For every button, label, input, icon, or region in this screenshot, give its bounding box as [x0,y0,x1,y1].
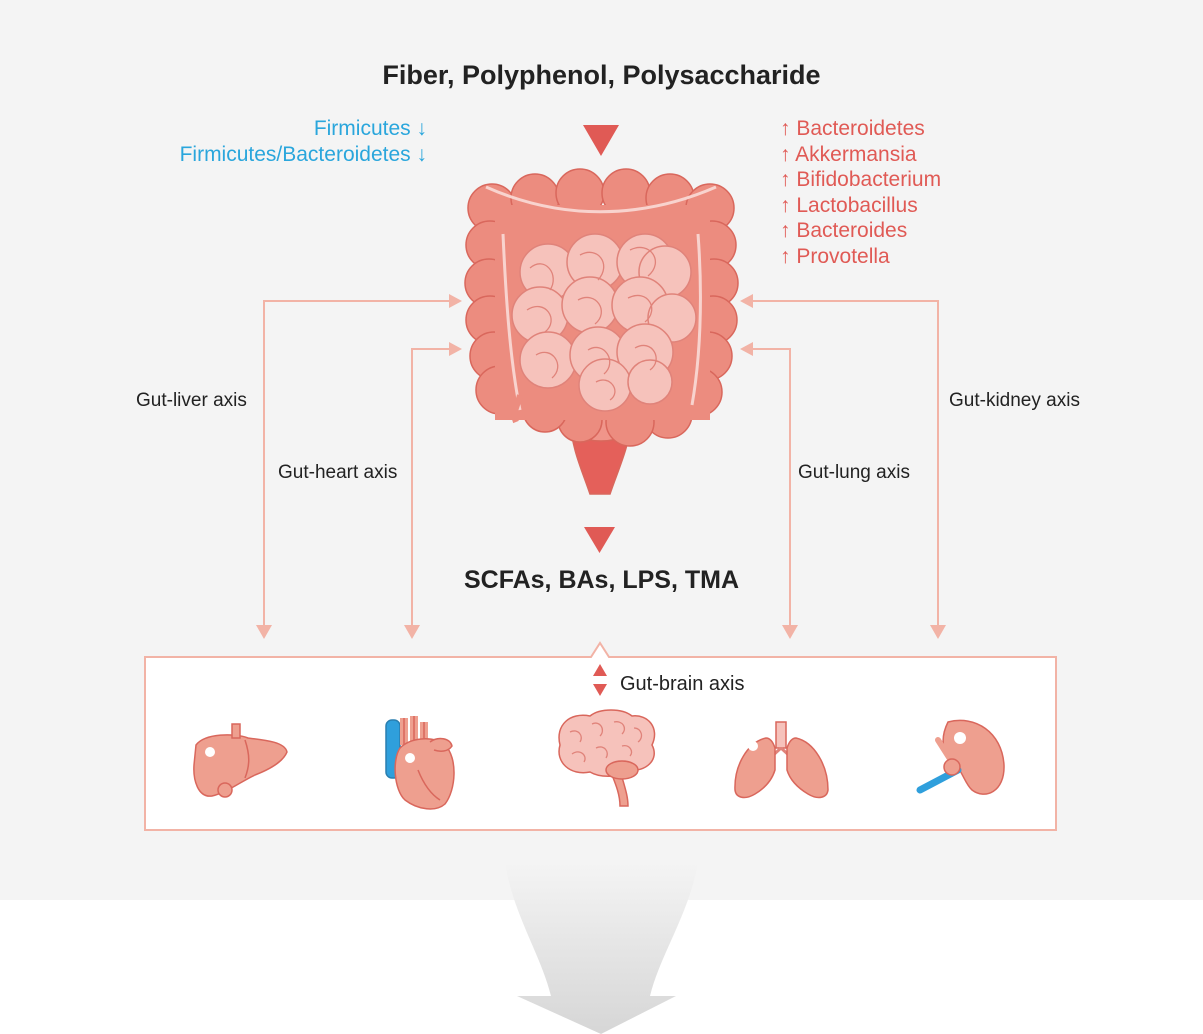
output-funnel-arrow [505,862,698,1034]
decreased-taxa-list: Firmicutes ↓ Firmicutes/Bacteroidetes ↓ [180,116,427,167]
kidney-icon [916,719,1005,795]
appendix [511,394,523,424]
decreased-taxon: Firmicutes ↓ [313,117,427,140]
input-down-arrow [583,125,619,156]
increased-taxon: ↑ Provotella [780,244,890,268]
gut-heart-axis-label: Gut-heart axis [278,462,398,483]
gut-kidney-axis-label: Gut-kidney axis [949,390,1080,411]
brain-icon [558,709,656,807]
increased-taxon: ↑ Bifidobacterium [780,168,942,191]
axis-connectors [263,300,939,626]
heart-axis-arrow-top [449,342,462,356]
heart-axis-line [411,348,457,626]
brain-axis-arrow-up [593,664,607,676]
increased-taxon: ↑ Bacteroides [780,219,908,242]
liver-axis-line [263,300,457,626]
increased-taxon: ↑ Lactobacillus [780,193,918,217]
lung-axis-arrow-bottom [782,625,798,639]
gut-liver-axis-label: Gut-liver axis [136,390,247,411]
increased-taxa-list: ↑ Bacteroidetes ↑ Akkermansia ↑ Bifidoba… [780,116,941,269]
metabolites-title: SCFAs, BAs, LPS, TMA [463,566,740,594]
kidney-axis-line [750,300,939,626]
lungs-icon [734,721,829,799]
kidney-axis-arrow-top [740,294,753,308]
lung-axis-arrow-top [740,342,753,356]
axis-arrowheads [256,294,946,639]
diet-inputs-title: Fiber, Polyphenol, Polysaccharide [382,60,821,90]
increased-taxon: ↑ Bacteroidetes [780,117,925,140]
decreased-taxon: Firmicutes/Bacteroidetes ↓ [179,142,427,166]
gut-lung-axis-label: Gut-lung axis [798,462,910,483]
heart-axis-arrow-bottom [404,625,420,639]
kidney-axis-arrow-bottom [930,625,946,639]
liver-axis-arrow-bottom [256,625,272,639]
liver-axis-arrow-top [449,294,462,308]
intestine-icon [464,168,739,495]
output-down-arrow [584,527,615,553]
lung-axis-line [750,348,791,626]
liver-icon [193,723,288,798]
gut-brain-axis-label: Gut-brain axis [620,673,745,695]
increased-taxon: ↑ Akkermansia [780,142,917,166]
heart-icon [385,716,455,810]
brain-axis-arrow-down [593,684,607,696]
